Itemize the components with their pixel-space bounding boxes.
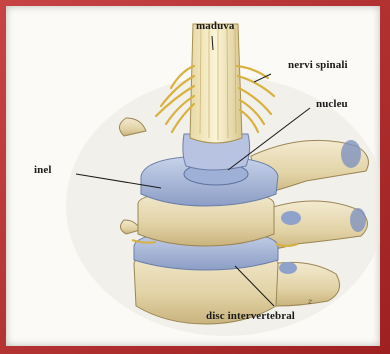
artist-mark: z: [307, 297, 313, 306]
label-inel: inel: [34, 164, 52, 176]
diagram-card: z maduva nervi spinali nucleu inel disc …: [6, 6, 380, 346]
spinal-cord: [190, 24, 242, 143]
spine-illustration: z: [6, 6, 380, 346]
label-disc-intervertebral: disc intervertebral: [206, 310, 295, 322]
label-maduva: maduva: [196, 20, 235, 32]
label-nervi-spinali: nervi spinali: [288, 59, 348, 71]
label-nucleu: nucleu: [316, 98, 348, 110]
